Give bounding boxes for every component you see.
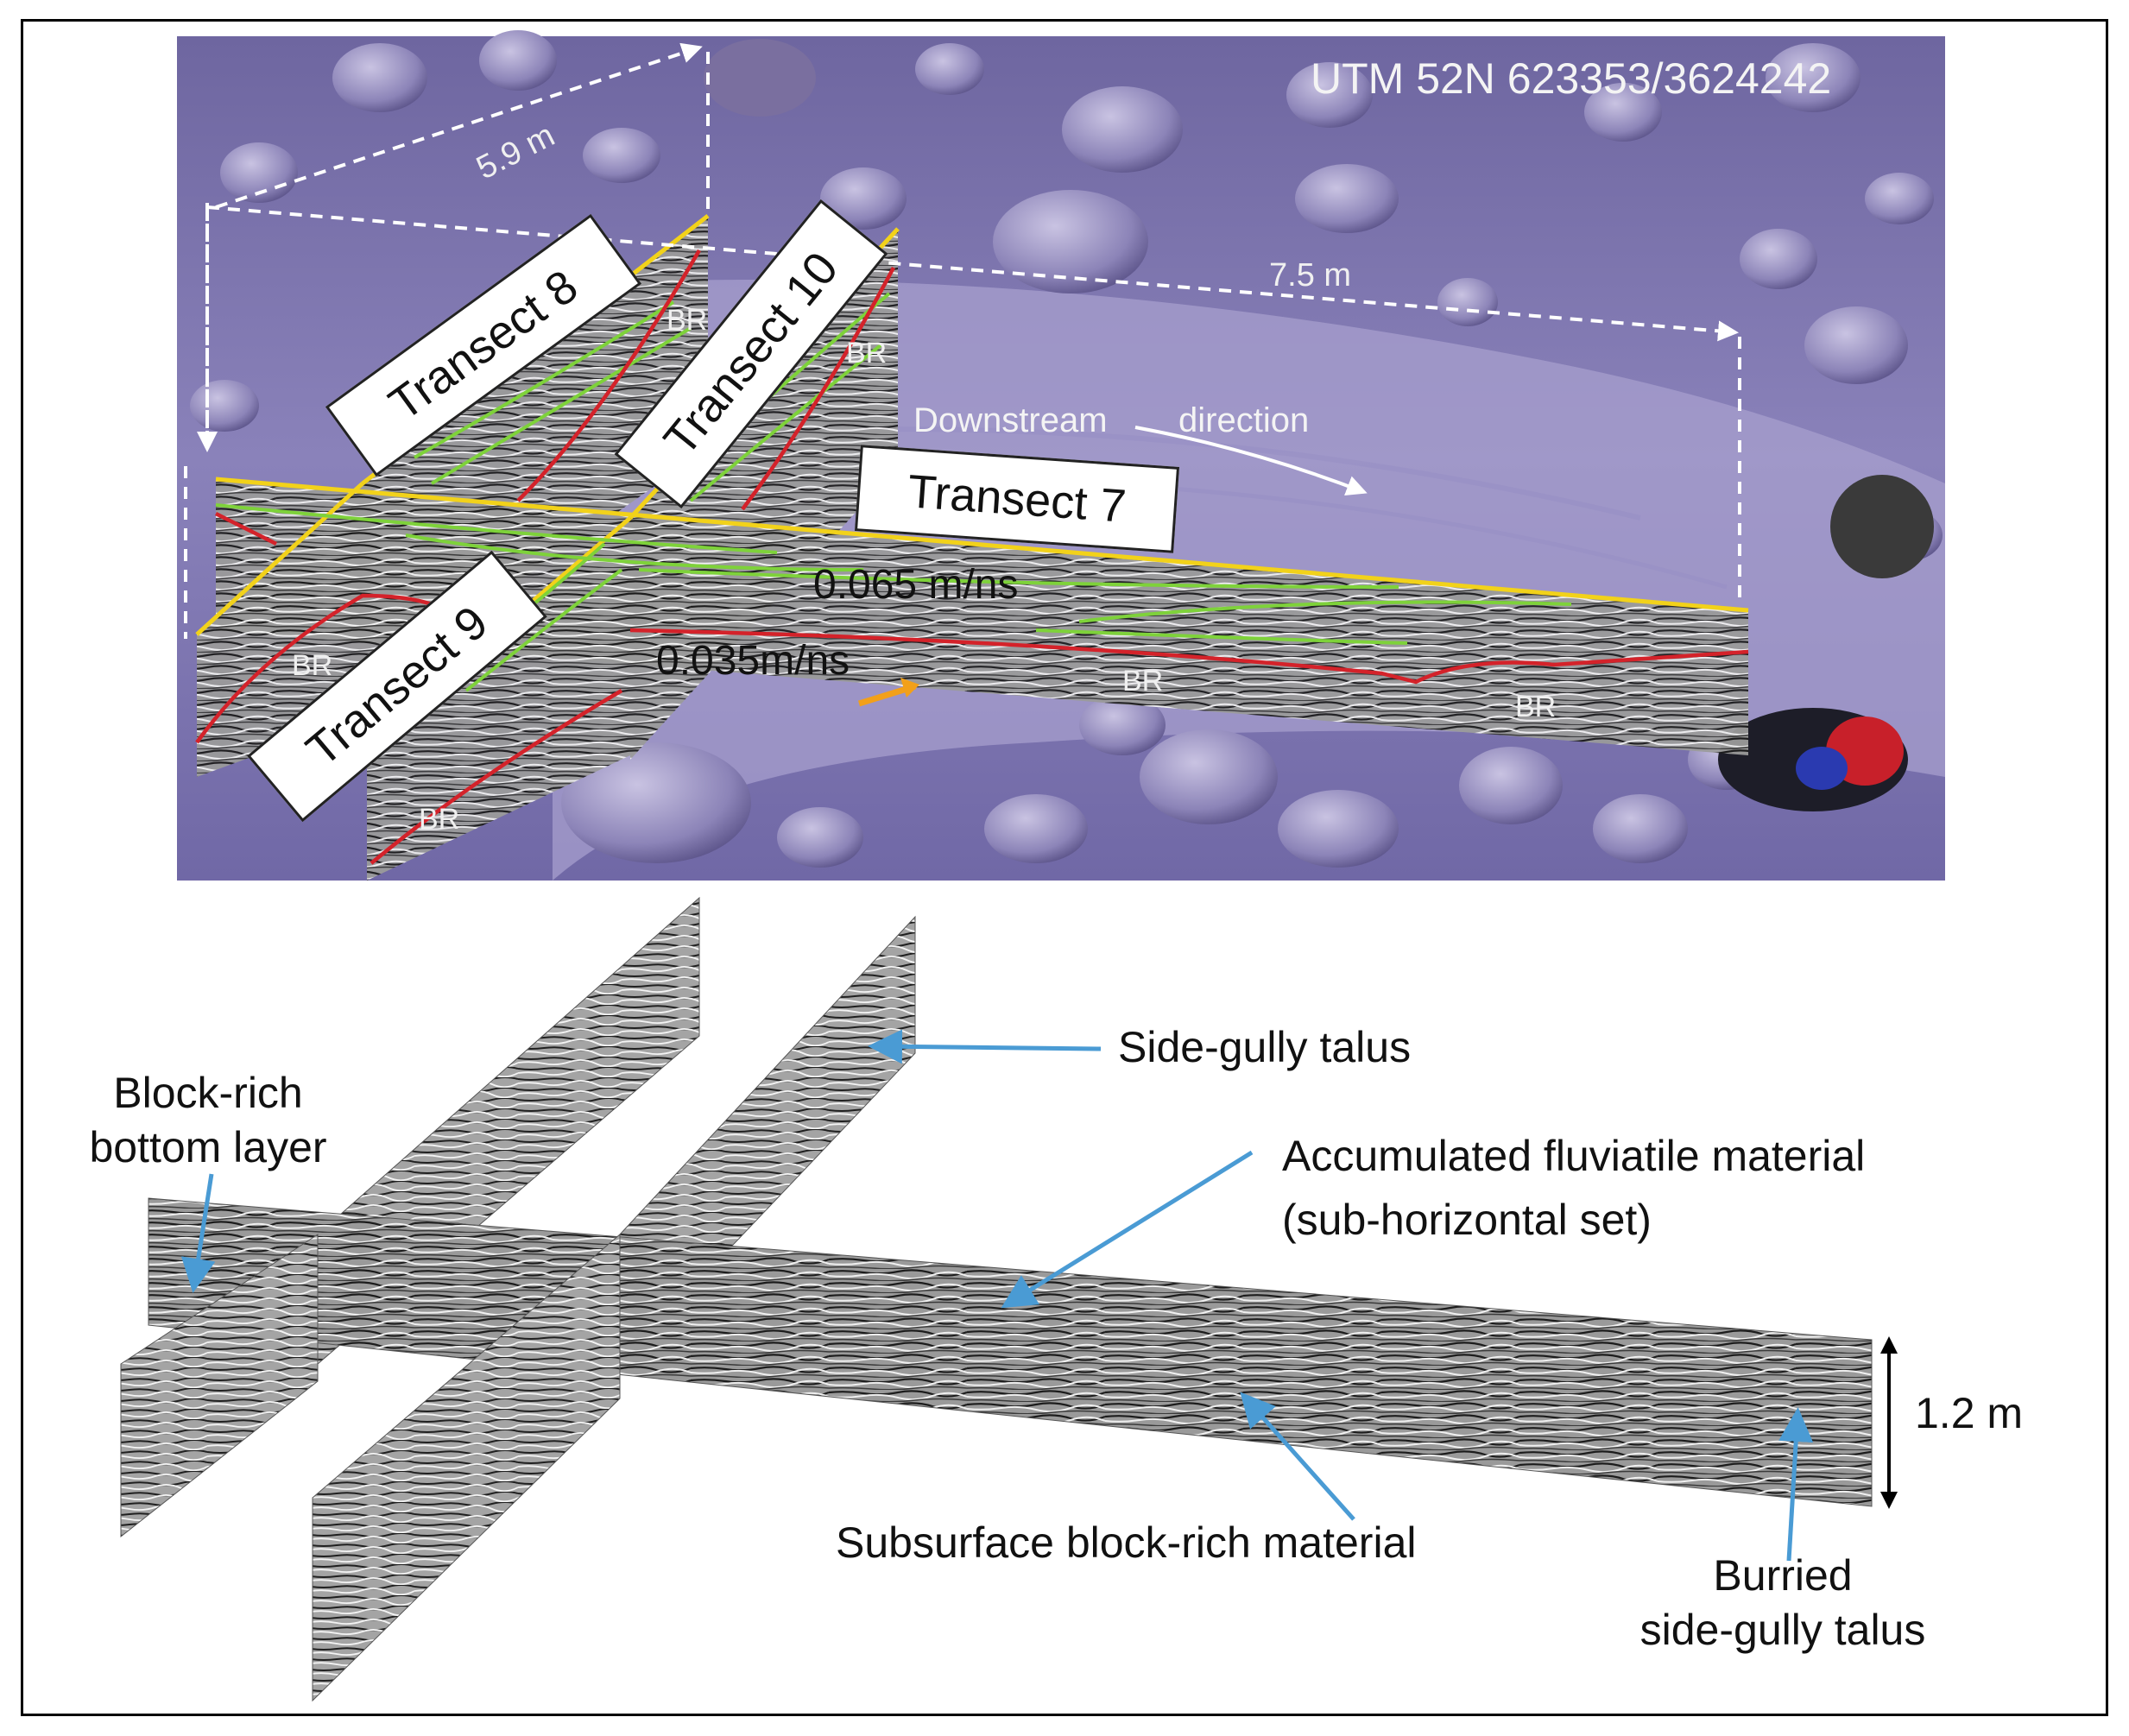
transect-9-front-section xyxy=(367,518,630,881)
gpr-panel-front-left xyxy=(120,1234,319,1538)
gpr-panel-front-right xyxy=(312,1233,621,1702)
side-gully-talus-label: Side-gully talus xyxy=(1118,1023,1412,1071)
burried-line1: Burried xyxy=(1713,1551,1853,1600)
subsurface-label: Subsurface block-rich material xyxy=(836,1518,1417,1567)
br-label: BR xyxy=(419,803,460,836)
length-dimension-label: 7.5 m xyxy=(1269,257,1352,294)
field-equipment xyxy=(1718,475,1934,811)
br-label: BR xyxy=(1122,665,1164,698)
field-photo xyxy=(177,30,1945,881)
block-rich-bottom-line2: bottom layer xyxy=(89,1122,327,1171)
burried-talus-label: Burried side-gully talus xyxy=(1593,1549,1973,1657)
dimension-lines xyxy=(184,42,1741,639)
br-label: BR xyxy=(666,304,708,337)
velocity-upper-label: 0.065 m/ns xyxy=(813,562,1019,608)
block-rich-bottom-label: Block-rich bottom layer xyxy=(66,1066,351,1174)
scale-label: 1.2 m xyxy=(1915,1389,2024,1437)
burried-line2: side-gully talus xyxy=(1639,1605,1926,1654)
br-label: BR xyxy=(1515,691,1557,723)
gpr-3d-diagram xyxy=(120,896,1898,1702)
br-label: BR xyxy=(846,337,888,369)
callout-arrows xyxy=(180,1029,1814,1562)
red-reflectors xyxy=(195,249,1749,865)
downstream-arrow xyxy=(1134,426,1368,496)
downstream-label: Downstream xyxy=(913,401,1108,439)
fluviatile-label-line1: Accumulated fluviatile material xyxy=(1282,1132,1866,1180)
direction-label: direction xyxy=(1178,401,1310,439)
velocity-lower-label: 0.035m/ns xyxy=(656,638,850,684)
fluviatile-label-line2: (sub-horizontal set) xyxy=(1282,1196,1652,1244)
green-reflectors xyxy=(215,292,1572,692)
utm-label: UTM 52N 623353/3624242 xyxy=(1311,54,1832,103)
block-rich-bottom-line1: Block-rich xyxy=(113,1069,303,1117)
scale-bar xyxy=(1880,1336,1898,1509)
boulders xyxy=(190,30,1943,868)
br-label: BR xyxy=(292,649,333,682)
